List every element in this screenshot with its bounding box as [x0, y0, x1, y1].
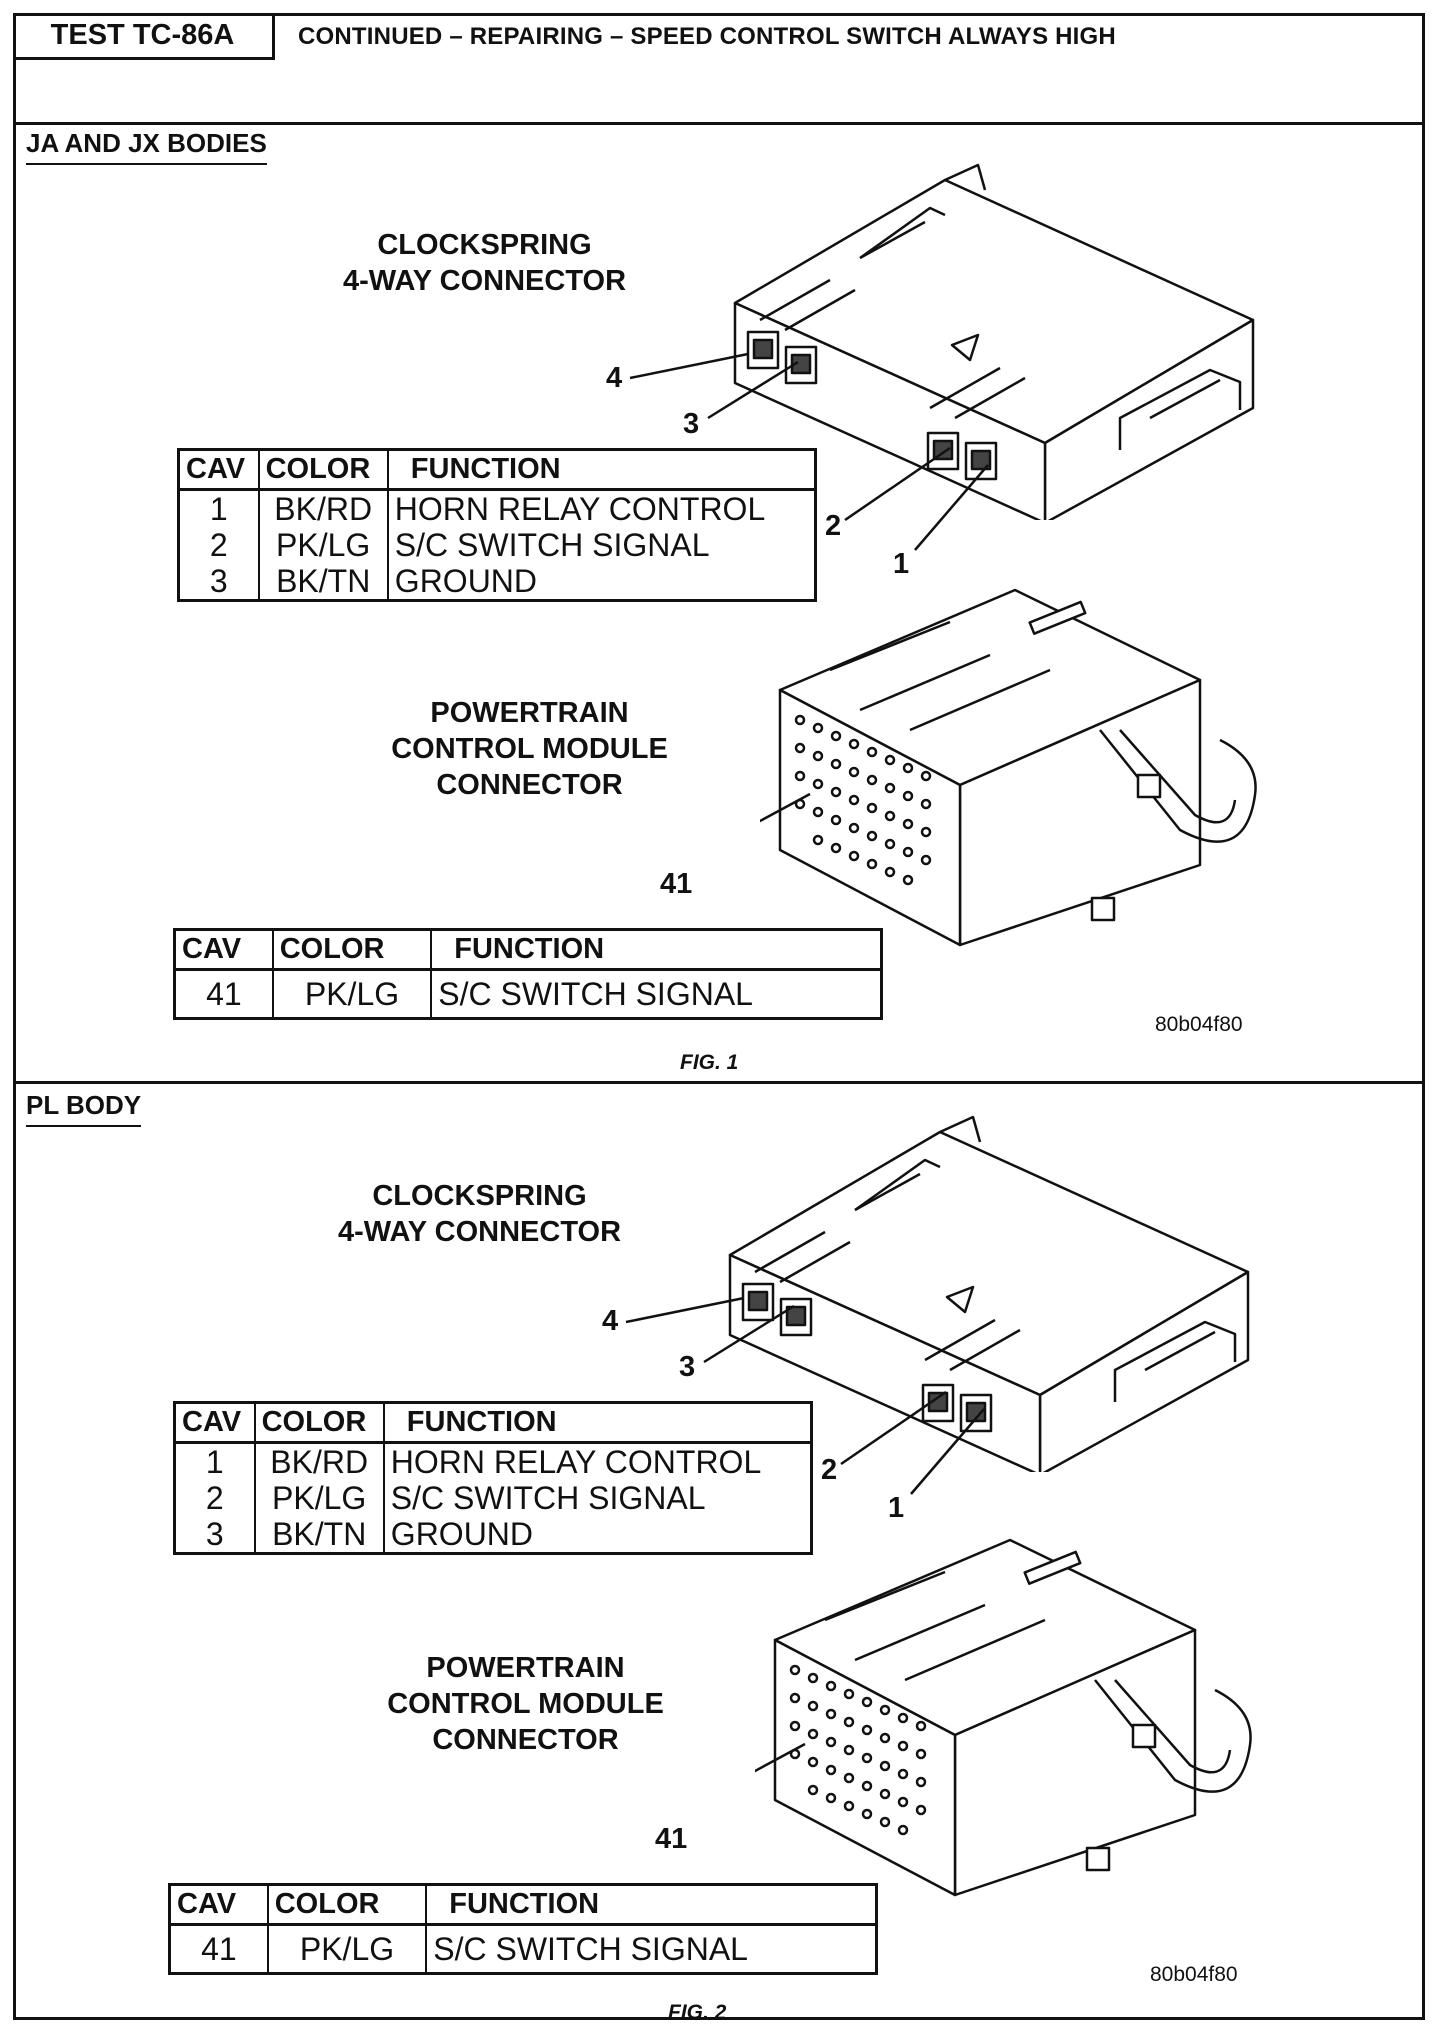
image-id: 80b04f80 [1155, 1013, 1243, 1036]
clockspring-cavity-table: CAV COLOR FUNCTION 1 2 3 BK/RD PK/LG BK/… [177, 448, 817, 602]
callout-cavity-1: 1 [893, 548, 910, 580]
clockspring-leader-lines [629, 352, 989, 551]
callout-cavity-2: 2 [825, 510, 842, 542]
table-header-function: FUNCTION [383, 1402, 812, 1444]
pcm-title-line2: CONTROL MODULE [391, 733, 668, 765]
table-cell: PK/LG [276, 527, 371, 563]
clockspring-leader-lines [625, 1296, 985, 1495]
table-header-color: COLOR [254, 1402, 385, 1444]
pcm-title: POWERTRAIN CONTROL MODULE CONNECTOR [348, 1650, 703, 1758]
table-cell: PK/LG [272, 1480, 367, 1516]
table-cell: PK/LG [272, 969, 433, 1019]
table-header-color: COLOR [267, 1884, 428, 1926]
table-header-cav: CAV [178, 449, 260, 491]
clockspring-title-line2: 4-WAY CONNECTOR [337, 1216, 622, 1248]
clockspring-title-line1: CLOCKSPRING [372, 1180, 587, 1212]
table-cell: HORN RELAY CONTROL [390, 1444, 762, 1480]
page-frame [13, 13, 1425, 2020]
table-cell: 2 [205, 1480, 224, 1516]
table-cell: 41 [169, 1924, 269, 1974]
table-cell: 2 [209, 527, 228, 563]
table-cell-cav: 1 2 3 [174, 1442, 256, 1554]
clockspring-title-line2: 4-WAY CONNECTOR [342, 265, 627, 297]
table-header-function: FUNCTION [431, 929, 882, 971]
clockspring-title: CLOCKSPRING 4-WAY CONNECTOR [307, 227, 662, 299]
pcm-title: POWERTRAIN CONTROL MODULE CONNECTOR [352, 695, 707, 803]
table-cell: 41 [174, 969, 274, 1019]
pcm-title-line1: POWERTRAIN [426, 1652, 625, 1684]
clockspring-connector-drawing [728, 1115, 1250, 1472]
table-cell: HORN RELAY CONTROL [394, 491, 766, 527]
callout-cavity-41: 41 [660, 868, 693, 900]
pcm-title-line2: CONTROL MODULE [387, 1688, 664, 1720]
table-cell-function: HORN RELAY CONTROL S/C SWITCH SIGNAL GRO… [388, 490, 816, 601]
table-cell: 3 [205, 1516, 224, 1552]
callout-cavity-4: 4 [602, 1305, 619, 1337]
table-header-function: FUNCTION [387, 449, 816, 491]
table-cell: 3 [209, 563, 228, 599]
table-cell: S/C SWITCH SIGNAL [394, 527, 710, 563]
table-header-color: COLOR [272, 929, 433, 971]
clockspring-title-line1: CLOCKSPRING [377, 229, 592, 261]
section-label: JA AND JX BODIES [26, 128, 267, 165]
pcm-title-line1: POWERTRAIN [430, 697, 629, 729]
table-cell: BK/TN [276, 563, 371, 599]
table-cell: S/C SWITCH SIGNAL [390, 1480, 706, 1516]
table-row: 41 PK/LG S/C SWITCH SIGNAL [169, 1924, 877, 1974]
table-cell-color: BK/RD PK/LG BK/TN [258, 489, 389, 601]
pcm-title-line3: CONNECTOR [436, 769, 623, 801]
table-header-cav: CAV [169, 1884, 269, 1926]
pcm-connector-drawing [755, 1538, 1252, 1897]
table-header-color: COLOR [258, 449, 389, 491]
pcm-cavity-table: CAV COLOR FUNCTION 41 PK/LG S/C SWITCH S… [168, 1883, 878, 1975]
callout-cavity-1: 1 [888, 1492, 905, 1524]
table-cell: BK/RD [270, 1444, 369, 1480]
pcm-cavity-table: CAV COLOR FUNCTION 41 PK/LG S/C SWITCH S… [173, 928, 883, 1020]
callout-cavity-2: 2 [821, 1454, 838, 1486]
table-cell-function: HORN RELAY CONTROL S/C SWITCH SIGNAL GRO… [384, 1443, 812, 1554]
table-header-cav: CAV [174, 1402, 256, 1444]
pcm-connector-drawing [760, 588, 1257, 947]
callout-cavity-3: 3 [683, 408, 700, 440]
table-cell: GROUND [390, 1516, 534, 1552]
table-cell: PK/LG [267, 1924, 428, 1974]
image-id: 80b04f80 [1150, 1963, 1238, 1986]
clockspring-cavity-table: CAV COLOR FUNCTION 1 2 3 BK/RD PK/LG BK/… [173, 1401, 813, 1555]
table-cell-cav: 1 2 3 [178, 489, 260, 601]
table-row: 41 PK/LG S/C SWITCH SIGNAL [174, 969, 882, 1019]
table-cell: 1 [205, 1444, 224, 1480]
clockspring-title: CLOCKSPRING 4-WAY CONNECTOR [302, 1178, 657, 1250]
table-cell: 1 [209, 491, 228, 527]
table-cell: BK/TN [272, 1516, 367, 1552]
table-cell: GROUND [394, 563, 538, 599]
test-id: TEST TC-86A [13, 13, 275, 60]
clockspring-connector-drawing [733, 163, 1255, 520]
figure-caption: FIG. 1 [680, 1051, 739, 1074]
table-cell: S/C SWITCH SIGNAL [438, 976, 753, 1012]
callout-cavity-4: 4 [606, 362, 623, 394]
figure-caption: FIG. 2 [668, 2001, 727, 2024]
table-header-function: FUNCTION [426, 1884, 877, 1926]
table-header-cav: CAV [174, 929, 274, 971]
header-title: CONTINUED – REPAIRING – SPEED CONTROL SW… [298, 23, 1116, 50]
table-cell: BK/RD [274, 491, 373, 527]
pcm-title-line3: CONNECTOR [432, 1724, 619, 1756]
table-cell-color: BK/RD PK/LG BK/TN [254, 1442, 385, 1554]
section-divider [13, 1081, 1425, 1084]
section-label: PL BODY [26, 1090, 142, 1127]
callout-cavity-41: 41 [655, 1823, 688, 1855]
header-row: TEST TC-86A CONTINUED – REPAIRING – SPEE… [13, 13, 1425, 125]
callout-cavity-3: 3 [679, 1351, 696, 1383]
table-cell: S/C SWITCH SIGNAL [433, 1931, 748, 1967]
